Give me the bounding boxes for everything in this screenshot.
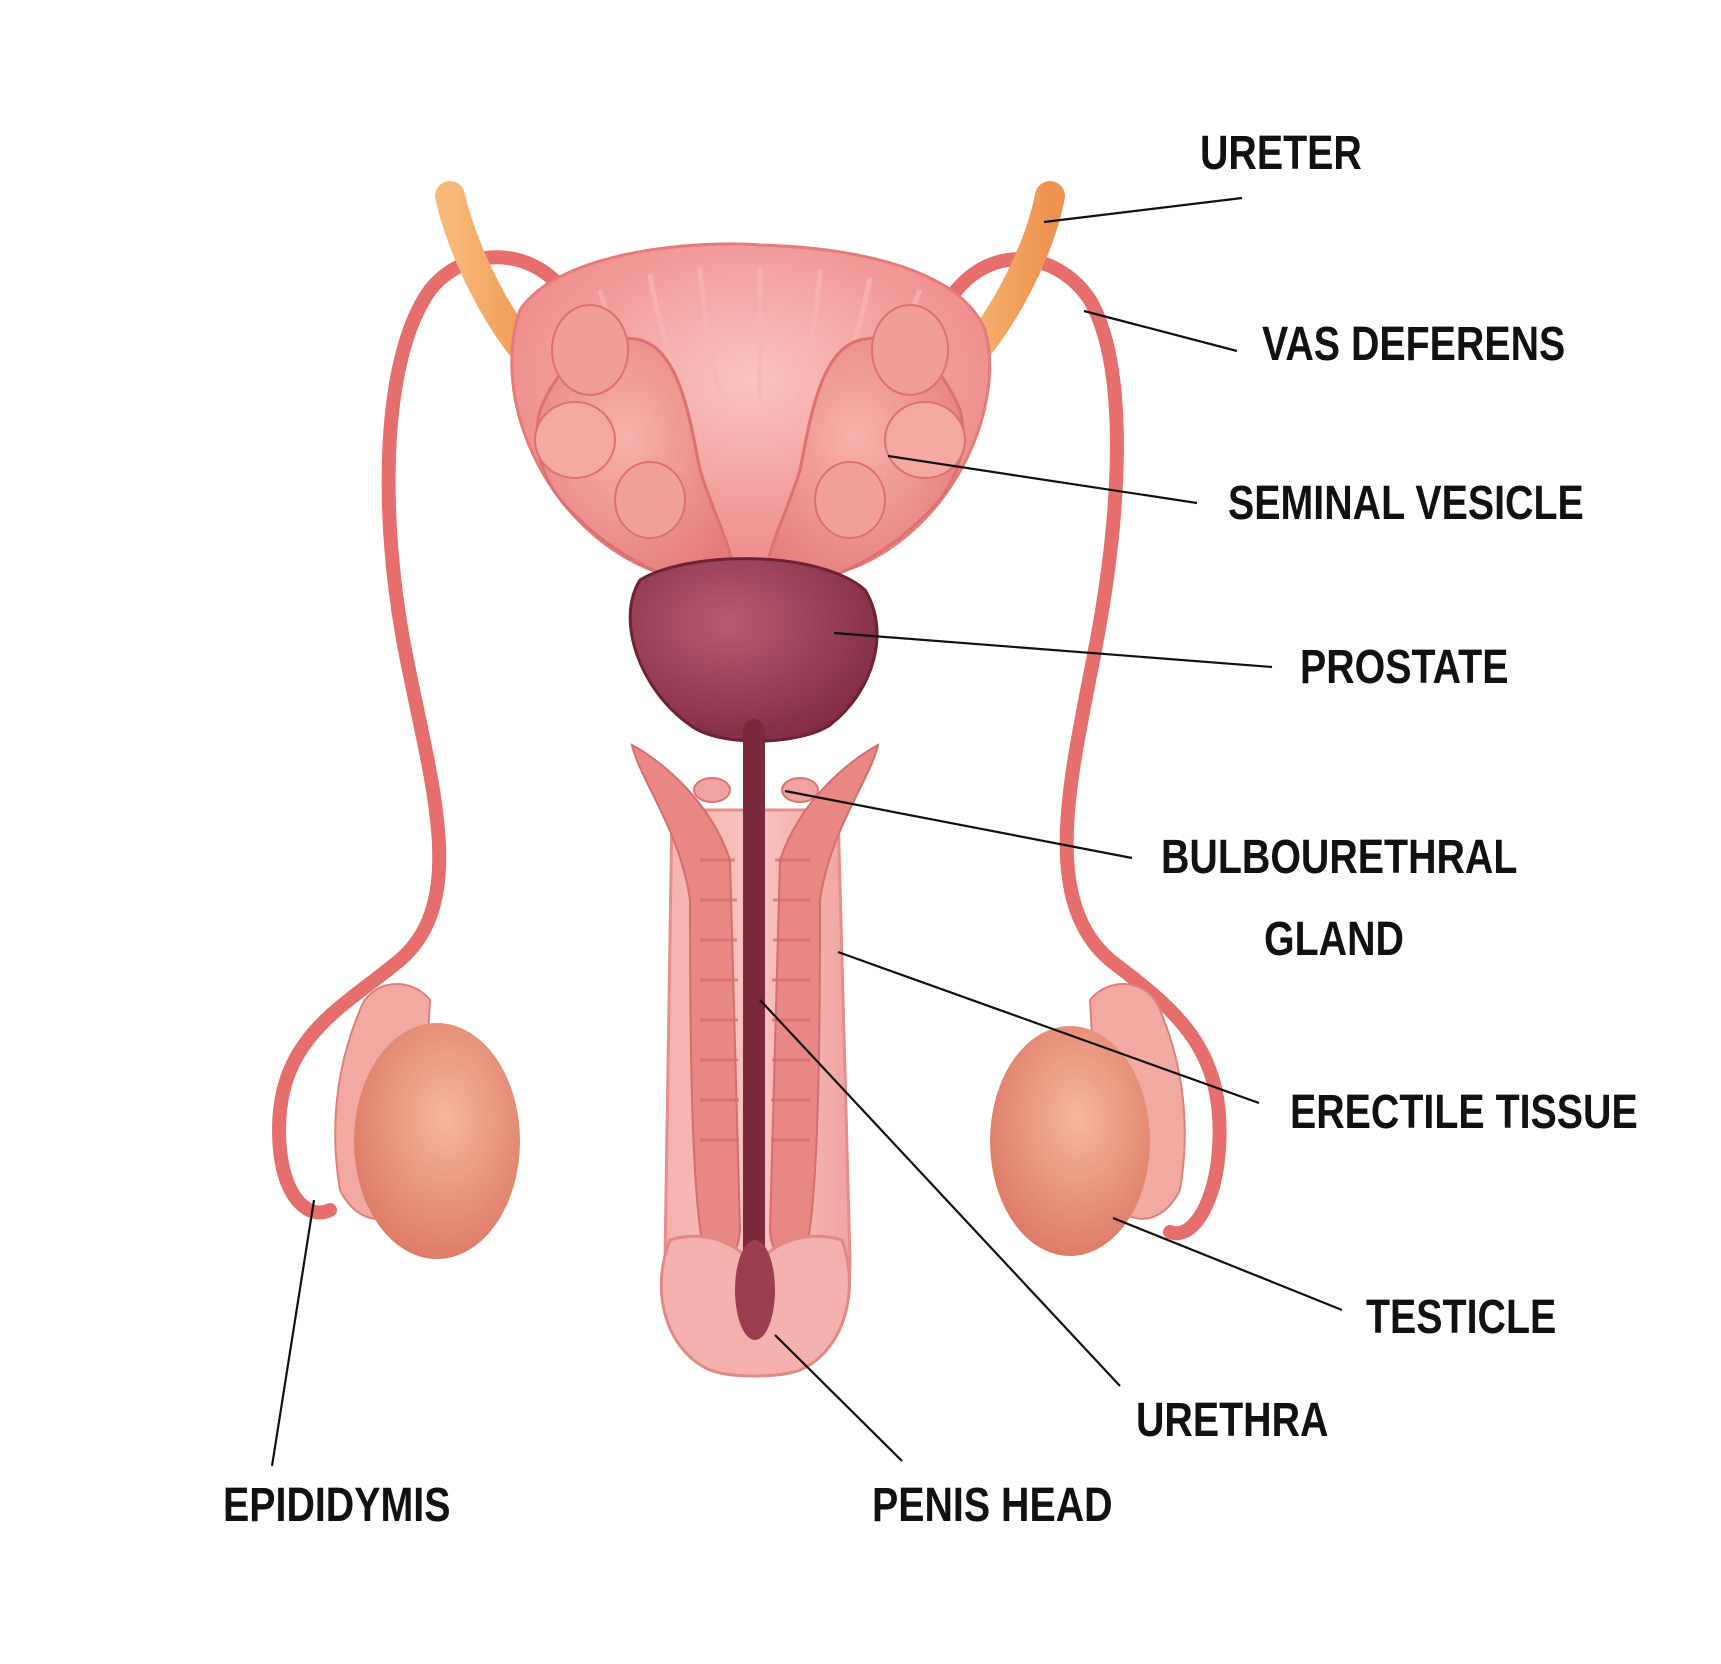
testicle-left [334, 983, 520, 1259]
leader-ureter [1043, 196, 1243, 224]
vas-deferens-right [923, 252, 1227, 1241]
label-bulbourethral-line1: BULBOURETHRAL [1161, 831, 1518, 884]
prostate [628, 557, 879, 743]
label-seminal-vesicle: SEMINAL VESICLE [1228, 477, 1584, 530]
leader-seminal-vesicle [887, 454, 1198, 505]
seminal-vesicle-left [534, 304, 734, 587]
penis-body [630, 743, 880, 1372]
label-erectile-tissue: ERECTILE TISSUE [1290, 1086, 1638, 1139]
leader-lines [270, 196, 1343, 1467]
leader-urethra [759, 999, 1121, 1387]
label-vas-deferens: VAS DEFERENS [1262, 318, 1566, 371]
urethra [735, 719, 775, 1340]
label-epididymis: EPIDIDYMIS [223, 1479, 451, 1532]
leader-erectile [837, 950, 1260, 1105]
seminal-vesicle-right [766, 304, 966, 587]
label-prostate: PROSTATE [1300, 641, 1509, 694]
leader-bulbourethral [784, 789, 1133, 860]
leader-prostate [833, 631, 1273, 669]
label-urethra: URETHRA [1136, 1394, 1329, 1447]
label-ureter: URETER [1200, 127, 1362, 180]
vas-deferens-left [272, 250, 597, 1220]
label-bulbourethral-line2: GLAND [1264, 913, 1404, 966]
label-testicle: TESTICLE [1366, 1291, 1557, 1344]
leader-vas-deferens [1083, 309, 1238, 353]
testicle-right [990, 983, 1186, 1256]
leader-epididymis [270, 1199, 316, 1467]
label-penis-head: PENIS HEAD [872, 1479, 1113, 1532]
leader-testicle [1112, 1216, 1343, 1312]
leader-penis-head [774, 1334, 903, 1462]
